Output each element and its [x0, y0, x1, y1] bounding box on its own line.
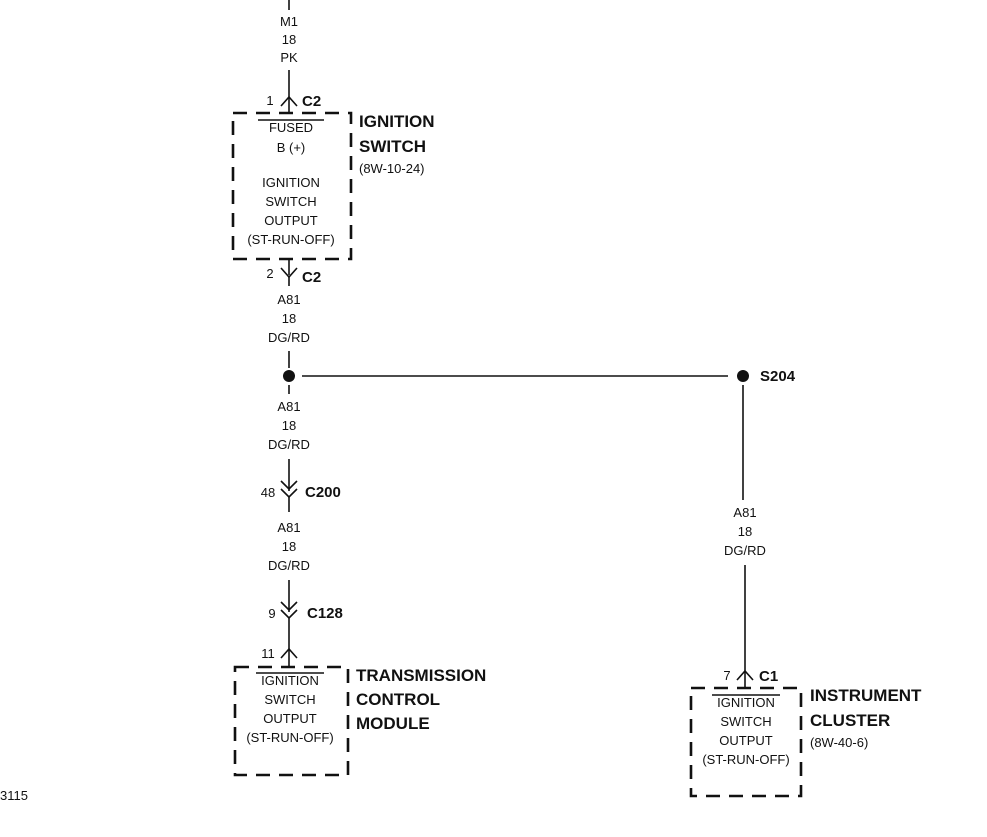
tcm-inner-line: IGNITION	[261, 673, 319, 688]
figure-id: 3115	[0, 788, 28, 803]
ignition-switch-in-pin: 1	[266, 93, 273, 108]
ignition-switch-inner-line: FUSED	[269, 120, 313, 135]
wire-a81-upper-color: DG/RD	[268, 330, 310, 345]
wire-a81-mid-circuit: A81	[277, 399, 300, 414]
splice-dot-left	[283, 370, 295, 382]
tcm-pin: 11	[261, 646, 275, 661]
cluster-inner-line: (ST-RUN-OFF)	[702, 752, 789, 767]
wire-m1-circuit: M1	[280, 14, 298, 29]
wire-a81-lower-circuit: A81	[277, 520, 300, 535]
cluster-name: INSTRUMENT	[810, 686, 922, 705]
cluster-inner-line: SWITCH	[720, 714, 771, 729]
tcm-name: CONTROL	[356, 690, 440, 709]
ignition-switch-inner-line: IGNITION	[262, 175, 320, 190]
cluster-inner-line: OUTPUT	[719, 733, 773, 748]
splice-dot-s204	[737, 370, 749, 382]
ignition-switch-inner-line: (ST-RUN-OFF)	[247, 232, 334, 247]
cluster-connector: C1	[759, 668, 778, 685]
ignition-switch-out-connector: C2	[302, 269, 321, 286]
wire-a81-lower-gauge: 18	[282, 539, 296, 554]
ignition-switch-inner-line: OUTPUT	[264, 213, 318, 228]
wire-m1-color: PK	[280, 50, 298, 65]
ignition-switch-in-connector: C2	[302, 93, 321, 110]
wire-a81-upper-gauge: 18	[282, 311, 296, 326]
splice-label: S204	[760, 368, 796, 385]
wire-a81-upper-circuit: A81	[277, 292, 300, 307]
tcm-inner-line: OUTPUT	[263, 711, 317, 726]
c128-label: C128	[307, 605, 343, 622]
tcm-name: MODULE	[356, 714, 430, 733]
cluster-connector-symbol	[736, 669, 754, 681]
tcm-inner-line: (ST-RUN-OFF)	[246, 730, 333, 745]
tcm-name: TRANSMISSION	[356, 666, 486, 685]
ignition-switch-out-pin: 2	[266, 266, 273, 281]
cluster-name: CLUSTER	[810, 711, 890, 730]
c200-pin: 48	[261, 485, 275, 500]
wire-a81-right-color: DG/RD	[724, 543, 766, 558]
wire-a81-mid-gauge: 18	[282, 418, 296, 433]
tcm-box	[233, 665, 350, 777]
wire-a81-lower-color: DG/RD	[268, 558, 310, 573]
ignition-switch-name: SWITCH	[359, 137, 426, 156]
tcm-inner-line: SWITCH	[264, 692, 315, 707]
ignition-switch-name: IGNITION	[359, 112, 435, 131]
ignition-switch-ref: (8W-10-24)	[359, 161, 425, 176]
ignition-switch-inner-line: B (+)	[277, 140, 306, 155]
cluster-box	[689, 686, 803, 798]
wire-a81-mid-color: DG/RD	[268, 437, 310, 452]
ignition-switch-inner-line: SWITCH	[265, 194, 316, 209]
wire-a81-right-circuit: A81	[733, 505, 756, 520]
ignition-switch-box	[231, 111, 353, 261]
cluster-pin: 7	[723, 668, 730, 683]
cluster-ref: (8W-40-6)	[810, 735, 868, 750]
c128-pin: 9	[268, 606, 275, 621]
tcm-connector-symbol	[280, 647, 298, 659]
cluster-inner-line: IGNITION	[717, 695, 775, 710]
wire-a81-right-gauge: 18	[738, 524, 752, 539]
wire-m1-gauge: 18	[282, 32, 296, 47]
c200-label: C200	[305, 484, 341, 501]
